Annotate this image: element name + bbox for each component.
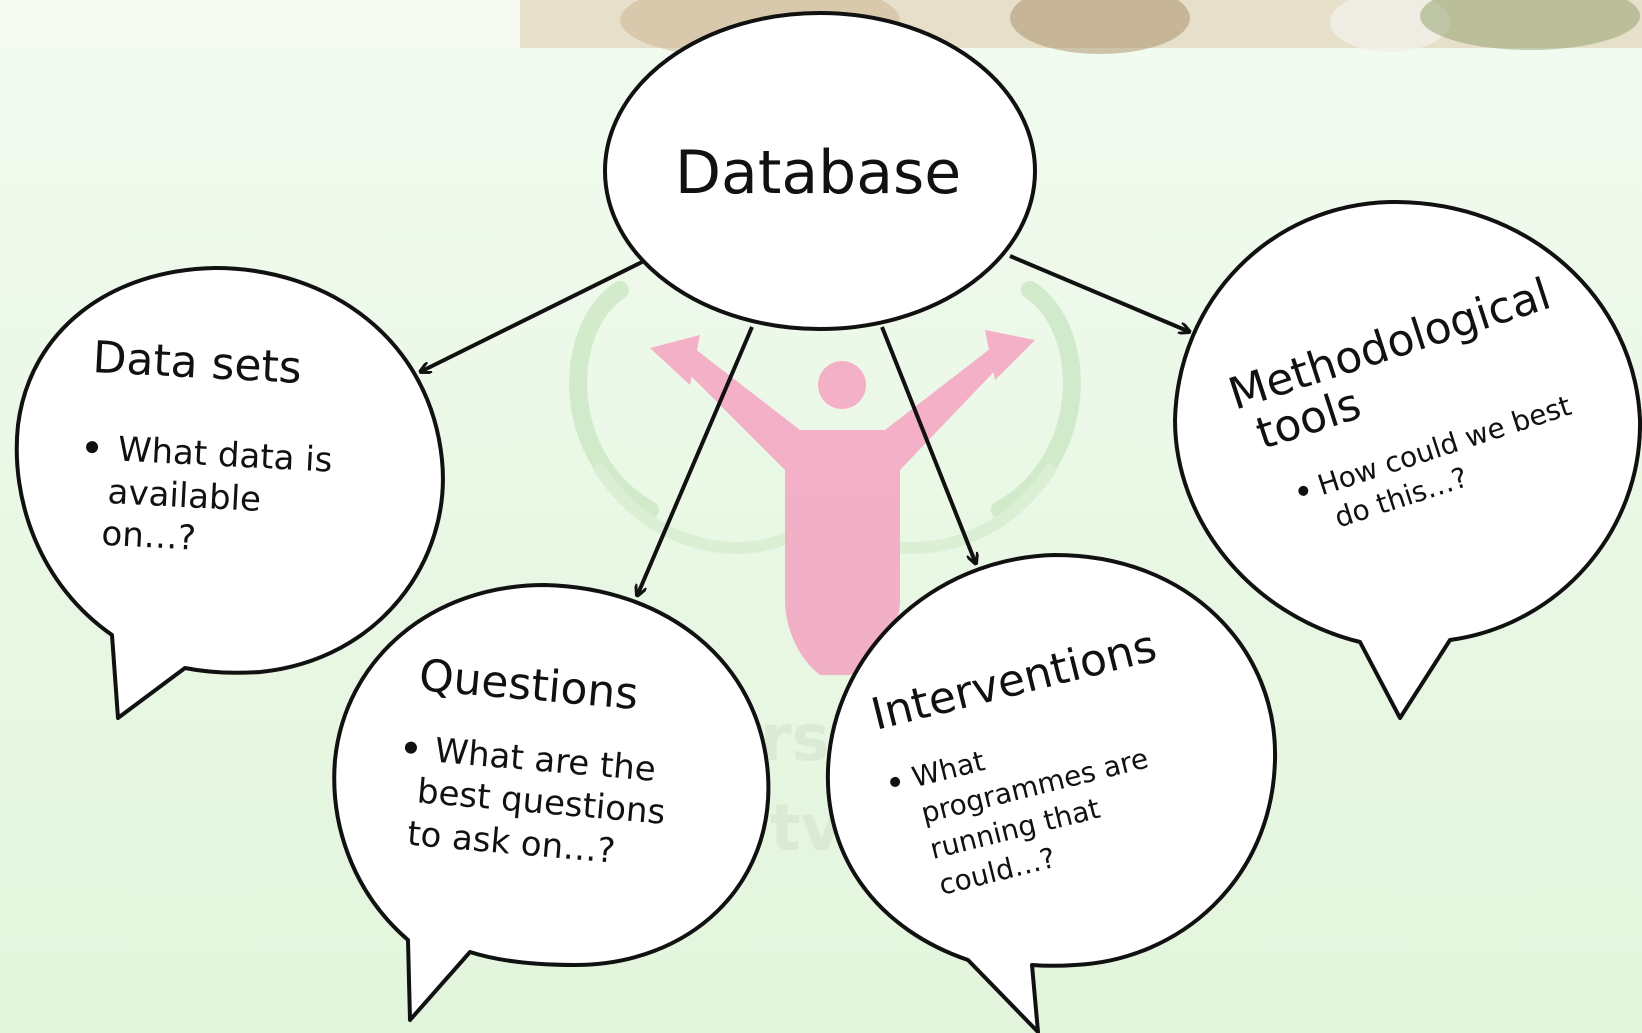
arrow-to-interventions (880, 326, 976, 564)
arrows (420, 254, 1190, 596)
bubble-interventions: Interventions What programmes are runnin… (825, 553, 1278, 1033)
data-sets-bullet-line-3: on…? (101, 514, 197, 559)
arrow-to-methodological-tools (1009, 254, 1190, 332)
database-title: Database (675, 138, 961, 208)
svg-text:rs: rs (760, 702, 830, 776)
arrow-to-data-sets (420, 260, 643, 372)
bubble-data-sets: Data sets What data is available on…? (14, 266, 445, 720)
bubble-questions: Questions What are the best questions to… (332, 583, 771, 1022)
watermark-logo-icon: rs tv (569, 281, 1081, 866)
bullet-icon (1298, 485, 1309, 496)
bullet-icon (86, 441, 99, 454)
bullet-icon (890, 776, 901, 787)
database-node: Database (603, 11, 1037, 331)
data-sets-bullet-line-2: available (107, 472, 262, 520)
bubble-methodological-tools: Methodological tools How could we best d… (1173, 199, 1642, 720)
arrow-to-questions (637, 326, 754, 596)
bullet-icon (404, 741, 417, 754)
data-sets-heading: Data sets (91, 332, 303, 394)
header-photo-strip (0, 0, 1642, 60)
